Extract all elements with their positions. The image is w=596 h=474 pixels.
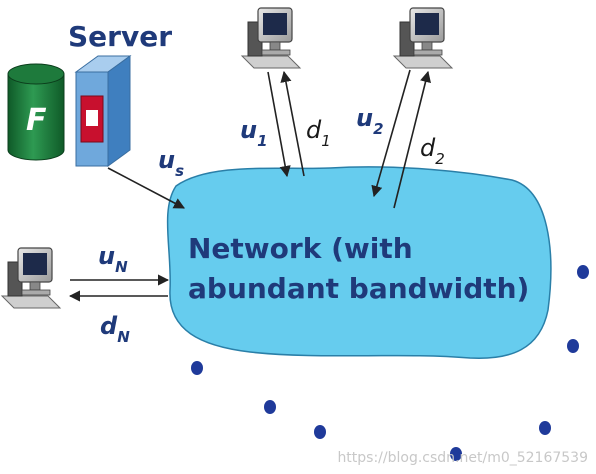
peer-1-computer-icon <box>241 7 301 69</box>
peer-2-computer-icon <box>393 7 453 69</box>
server-uplink-arrow <box>107 167 185 209</box>
peer-dot <box>314 425 326 439</box>
peer-2-download-arrow <box>393 70 431 209</box>
peer-dot <box>264 400 276 414</box>
watermark-text: https://blog.csdn.net/m0_52167539 <box>337 450 588 466</box>
more-peers-dots <box>191 265 589 461</box>
label-u1: u1 <box>240 116 268 150</box>
peer-dot <box>450 447 462 461</box>
peer-dot <box>539 421 551 435</box>
label-dn: dN <box>100 312 130 346</box>
peer-1-download-arrow <box>280 70 305 177</box>
network-label-line1: Network (with <box>188 232 413 265</box>
network-label-line2: abundant bandwidth) <box>188 272 529 305</box>
file-storage-icon: F <box>7 63 65 161</box>
peer-n-computer-icon <box>1 247 61 309</box>
server-label: Server <box>68 20 172 53</box>
file-letter: F <box>26 103 47 138</box>
server-icon <box>74 55 132 167</box>
label-un: uN <box>98 242 128 276</box>
peer-dot <box>577 265 589 279</box>
label-d1: d1 <box>306 116 331 150</box>
label-d2: d2 <box>420 134 445 168</box>
label-u2: u2 <box>356 104 384 138</box>
peer-2-upload-arrow <box>371 69 411 198</box>
peer-1-upload-arrow <box>267 71 291 178</box>
label-us: us <box>158 146 184 180</box>
network-cloud <box>166 166 552 359</box>
peer-dot <box>567 339 579 353</box>
peer-dot <box>191 361 203 375</box>
